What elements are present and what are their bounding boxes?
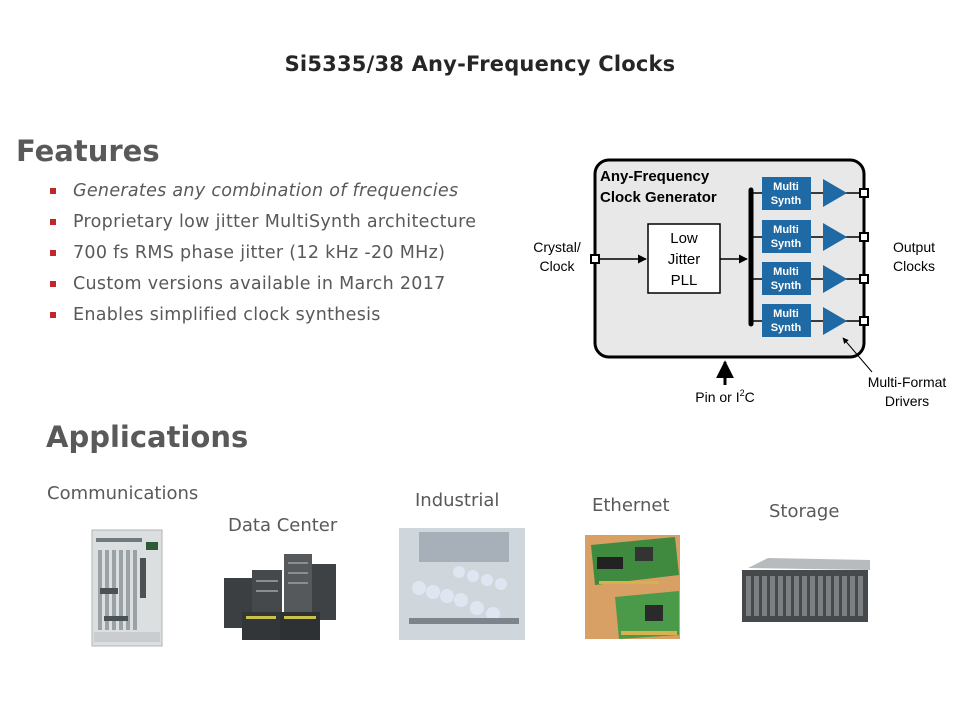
app-label-communications: Communications <box>47 483 199 504</box>
svg-text:Multi: Multi <box>773 224 799 236</box>
input-pin <box>590 254 600 264</box>
app-label-storage: Storage <box>769 501 840 522</box>
applications-heading: Applications <box>46 420 249 454</box>
multisynth-block <box>762 220 811 253</box>
output-pin <box>859 188 869 198</box>
block-title: Clock Generator <box>600 189 717 206</box>
multisynth-block <box>762 262 811 295</box>
svg-text:Multi: Multi <box>773 181 799 193</box>
pll-label: PLL <box>671 272 698 289</box>
app-label-data-center: Data Center <box>228 515 338 536</box>
output-label: Clocks <box>893 258 935 274</box>
feature-item: Generates any combination of frequencies <box>48 175 476 206</box>
svg-text:Synth: Synth <box>771 195 802 207</box>
app-label-industrial: Industrial <box>415 490 500 511</box>
driver-triangle-icon <box>823 307 847 335</box>
feature-item: Enables simplified clock synthesis <box>48 299 476 330</box>
block-title: Any-Frequency <box>600 168 710 185</box>
features-heading: Features <box>16 134 160 168</box>
driver-triangle-icon <box>823 223 847 251</box>
bullet-icon <box>50 187 56 194</box>
drivers-label: Drivers <box>885 393 929 409</box>
control-label: Pin or I2C <box>695 388 755 405</box>
clock-generator-diagram: Any-Frequency Clock Generator Low Jitter… <box>528 150 952 415</box>
features-list: Generates any combination of frequencies… <box>48 175 476 330</box>
svg-text:Synth: Synth <box>771 322 802 334</box>
driver-triangle-icon <box>823 179 847 207</box>
feature-item: Proprietary low jitter MultiSynth archit… <box>48 206 476 237</box>
telecom-chassis-image <box>88 528 166 650</box>
multisynth-block <box>762 177 811 210</box>
bullet-icon <box>50 280 56 287</box>
drivers-label: Multi-Format <box>868 374 947 390</box>
multisynth-row: Multi Synth <box>751 220 869 253</box>
storage-array-image <box>740 556 872 626</box>
input-label: Clock <box>539 258 575 274</box>
factory-line-image <box>399 528 525 640</box>
svg-text:Multi: Multi <box>773 308 799 320</box>
bullet-icon <box>50 218 56 225</box>
pll-block <box>647 223 721 294</box>
output-pin <box>859 274 869 284</box>
bullet-icon <box>50 311 56 318</box>
network-switches-image <box>222 552 338 642</box>
feature-item: Custom versions available in March 2017 <box>48 268 476 299</box>
pll-label: Jitter <box>668 251 701 268</box>
drivers-pointer-icon <box>842 337 873 373</box>
multisynth-block <box>762 304 811 337</box>
app-label-ethernet: Ethernet <box>592 495 670 516</box>
svg-text:Synth: Synth <box>771 238 802 250</box>
input-label: Crystal/ <box>533 239 581 255</box>
svg-text:Synth: Synth <box>771 280 802 292</box>
output-pin <box>859 232 869 242</box>
pll-label: Low <box>670 230 698 247</box>
driver-triangle-icon <box>823 265 847 293</box>
multisynth-row: Multi Synth <box>751 262 869 295</box>
multisynth-row: Multi Synth <box>751 304 869 337</box>
feature-item: 700 fs RMS phase jitter (12 kHz -20 MHz) <box>48 237 476 268</box>
svg-text:Multi: Multi <box>773 266 799 278</box>
output-label: Output <box>893 239 935 255</box>
output-pin <box>859 316 869 326</box>
slide-title: Si5335/38 Any-Frequency Clocks <box>284 52 676 76</box>
ethernet-card-image <box>585 535 680 639</box>
multisynth-row: Multi Synth <box>751 177 869 210</box>
bullet-icon <box>50 249 56 256</box>
